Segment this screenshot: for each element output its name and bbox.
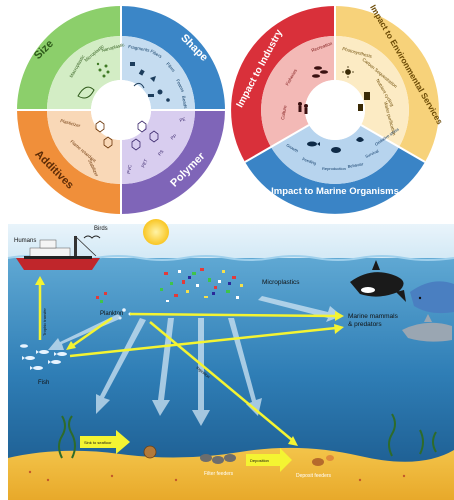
wheel-right-industry-band — [231, 6, 335, 162]
wheel-left-shape-items: Fragments Fibers Films Foams Beads — [128, 44, 188, 109]
marine-mammals-label: Marine mammals & predators — [348, 313, 400, 328]
wheel-left-additives-inner — [47, 110, 121, 184]
seafloor — [8, 447, 454, 500]
dolphin-icon — [402, 314, 452, 342]
pellets-icon — [96, 62, 110, 78]
marine-item: Reproduction — [322, 166, 346, 171]
shape-item: Fragments — [128, 44, 151, 53]
ocean-scene: Humans Birds Microplastics Plankton — [7, 219, 454, 500]
leaf-fragment-icon — [77, 86, 95, 99]
polymer-item: PVC — [126, 163, 133, 174]
wheel-left-shape-band — [121, 6, 225, 110]
arrow-sink1-label: Sink to seafloor — [84, 440, 112, 445]
marine-mammals-line2: & predators — [348, 321, 382, 328]
filter-feeders-label: Filter feeders — [204, 471, 234, 477]
additive-molecule-icon — [95, 120, 113, 149]
shape-item: Foams — [175, 78, 186, 93]
arrow-fish-to-mammals — [69, 326, 337, 358]
size-item: Nanoplastic — [101, 42, 126, 53]
wheel-left-polymer-items: PE PP PS PET PVC — [126, 117, 186, 175]
seaweed-icon — [58, 413, 437, 459]
microplastics-label: Microplastics — [262, 279, 300, 286]
wheel-left-size-band — [17, 6, 121, 110]
shape-item: Fibers — [150, 49, 164, 60]
sink-arrow — [228, 318, 262, 416]
additive-item: Plasticizer — [60, 118, 82, 128]
wheel-left-shape-inner — [121, 36, 195, 110]
birds-label: Birds — [94, 226, 108, 232]
marine-item: Feeding — [302, 156, 317, 166]
trophic-arrows — [35, 276, 344, 446]
fishing-ship-icon — [16, 235, 100, 270]
wheel-right-marine-inner — [271, 125, 399, 184]
polymer-item: PS — [157, 149, 165, 157]
wheel-right-env-band — [335, 6, 439, 162]
wheel-right-marine-band — [245, 147, 425, 214]
marine-item: Behavior — [347, 161, 364, 169]
sink-arrow — [192, 318, 210, 426]
polymer-structure-icon — [131, 120, 159, 151]
marine-animals-icon — [307, 137, 364, 153]
filter-feeders-icon — [200, 454, 236, 464]
whale-icon — [410, 281, 454, 314]
fish-label: Fish — [38, 380, 49, 386]
polymer-item: PET — [140, 158, 148, 168]
wheel-right-env-inner — [335, 36, 409, 147]
arrow-plankton-to-deposit — [149, 321, 293, 441]
deposit-feeders-icon — [312, 455, 334, 466]
shape-item: Films — [165, 61, 176, 73]
seafloor-arrow-right: Deposition — [246, 448, 292, 472]
building-icon — [358, 92, 370, 111]
sun-icon — [143, 219, 169, 245]
wheel-left-additives-band — [17, 110, 121, 214]
wheel-left-size-inner — [47, 36, 121, 110]
sink-arrow — [152, 318, 174, 416]
wheel-left-polymer-inner — [121, 110, 195, 184]
polymer-item: PP — [170, 133, 178, 141]
humans-label: Humans — [14, 238, 36, 244]
industry-item: Culture — [280, 105, 288, 121]
marine-mammals-line1: Marine mammals — [348, 313, 399, 320]
arrow-plankton-to-fish — [71, 316, 113, 348]
plankton-label: Plankton — [100, 311, 123, 317]
wheel-right-marine-label: Impact to Marine Organisms — [271, 186, 399, 197]
arrow-trophic-label: Trophic transfer — [42, 307, 47, 336]
seafloor-debris — [28, 470, 406, 482]
wheel-left: Size Shape Additives Polymer Macroplasti… — [17, 6, 225, 214]
particle-shapes-icon — [130, 62, 170, 102]
wheel-right: Impact to Industry Impact to Environment… — [231, 3, 445, 214]
sun-icon — [342, 66, 354, 78]
bird-icon — [83, 235, 101, 239]
seafloor-arrow-left: Sink to seafloor — [80, 430, 130, 454]
wheel-left-polymer-band — [121, 110, 225, 214]
polymer-item: PE — [179, 117, 186, 123]
snail-icon — [143, 445, 157, 459]
deposit-feeders-label: Deposit feeders — [296, 473, 332, 479]
fish-school-icon — [312, 66, 328, 78]
wheel-right-industry-inner — [261, 36, 335, 147]
marine-item: Growth — [286, 143, 300, 154]
fish-school-icon — [20, 344, 67, 370]
sink-arrow — [96, 318, 146, 414]
arrow-plankton-to-mammals — [129, 312, 337, 318]
microplastics-cluster — [96, 268, 243, 303]
orca-icon — [350, 260, 406, 302]
people-icon — [298, 102, 308, 114]
marine-item: Survival — [364, 148, 379, 159]
arrow-sink2-label: Deposition — [250, 458, 269, 463]
shape-item: Beads — [181, 95, 188, 109]
